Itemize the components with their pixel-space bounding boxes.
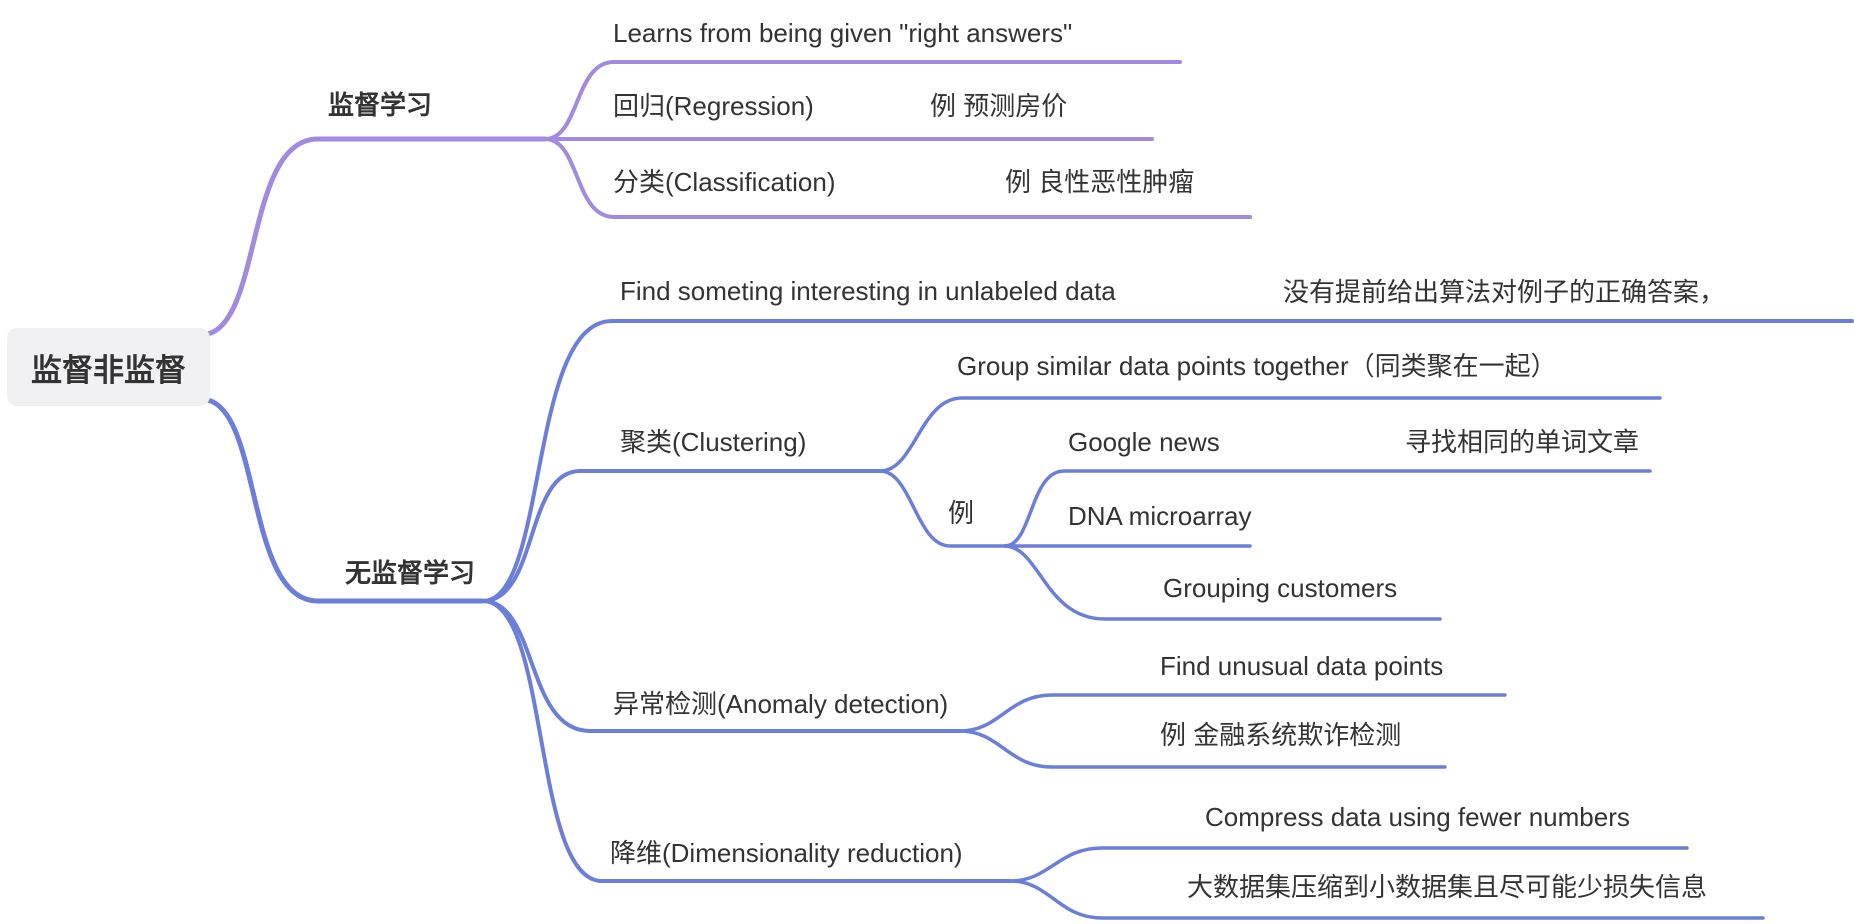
edge-anomaly-fraud-example: [958, 729, 1447, 769]
node-clustering[interactable]: 聚类(Clustering): [620, 427, 807, 457]
edge-unsupervised-find-someting: [481, 319, 1854, 603]
node-fraud-detection-example[interactable]: 例 金融系统欺诈检测: [1160, 720, 1402, 750]
node-google-news[interactable]: Google news: [1068, 427, 1220, 457]
edge-root-supervised: [205, 136, 548, 337]
node-regression-example[interactable]: 例 预测房价: [930, 91, 1068, 121]
node-group-similar-points[interactable]: Group similar data points together（同类聚在一…: [957, 351, 1557, 381]
edge-dimreduction-bigdata: [1008, 879, 1765, 920]
node-compress-dataset-note[interactable]: 大数据集压缩到小数据集且尽可能少损失信息: [1187, 872, 1708, 902]
edge-example-grouping-customers: [1003, 544, 1442, 621]
node-no-right-answers-note[interactable]: 没有提前给出算法对例子的正确答案，: [1283, 277, 1726, 307]
node-dna-microarray[interactable]: DNA microarray: [1068, 501, 1252, 531]
node-supervised-learning[interactable]: 监督学习: [328, 90, 433, 120]
edge-example-google-news: [1003, 469, 1652, 548]
node-find-someting-interesting[interactable]: Find someting interesting in unlabeled d…: [620, 276, 1116, 306]
edge-supervised-learns: [543, 60, 1182, 141]
node-unsupervised-learning[interactable]: 无监督学习: [345, 558, 476, 588]
node-find-same-words[interactable]: 寻找相同的单词文章: [1405, 427, 1640, 457]
edge-clustering-example: [878, 469, 1007, 548]
root-node[interactable]: 监督非监督: [7, 328, 210, 406]
node-classification-example[interactable]: 例 良性恶性肿瘤: [1005, 167, 1195, 197]
node-dimensionality-reduction[interactable]: 降维(Dimensionality reduction): [610, 838, 963, 868]
edge-root-unsupervised: [205, 397, 486, 604]
node-clustering-example[interactable]: 例: [948, 498, 975, 528]
node-anomaly-detection[interactable]: 异常检测(Anomaly detection): [613, 689, 949, 719]
edge-dimreduction-compress: [1008, 846, 1689, 883]
node-learns-right-answers[interactable]: Learns from being given "right answers": [613, 18, 1073, 48]
root-node-label: 监督非监督: [31, 352, 186, 388]
node-regression[interactable]: 回归(Regression): [613, 91, 814, 121]
edge-unsupervised-clustering: [481, 469, 882, 603]
node-classification[interactable]: 分类(Classification): [613, 167, 836, 197]
edge-anomaly-find-unusual: [958, 693, 1507, 733]
node-grouping-customers[interactable]: Grouping customers: [1163, 573, 1398, 603]
edge-supervised-classification: [543, 137, 1252, 219]
node-find-unusual-points[interactable]: Find unusual data points: [1160, 651, 1444, 681]
node-compress-data[interactable]: Compress data using fewer numbers: [1205, 802, 1630, 832]
edge-unsupervised-dimreduction: [481, 599, 1012, 883]
edge-clustering-group-similar: [878, 396, 1662, 473]
